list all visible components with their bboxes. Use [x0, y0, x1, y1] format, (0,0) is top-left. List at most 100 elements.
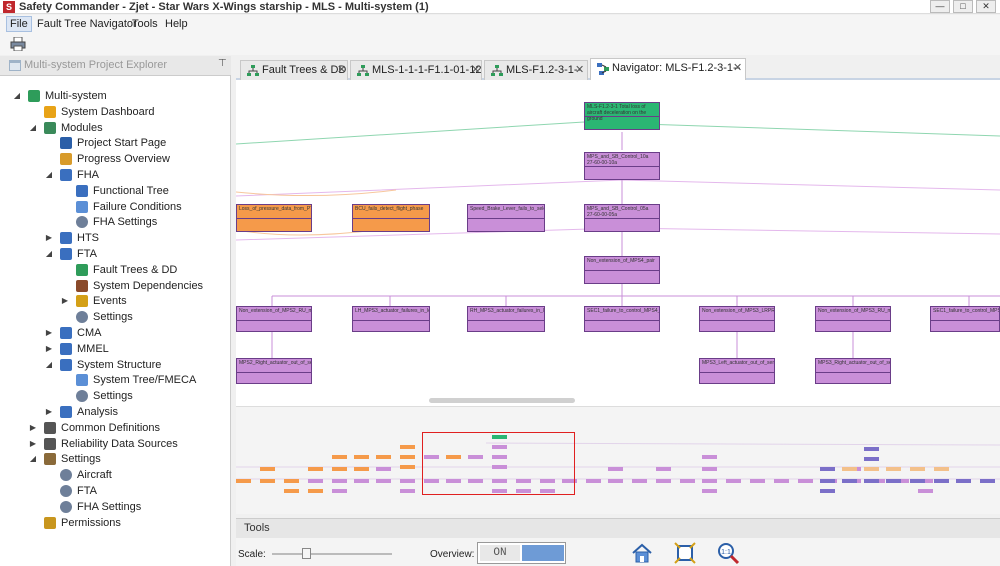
expand-arrow-icon[interactable]: ▶ [45, 233, 53, 243]
fault-tree-node[interactable]: MPS2_Right_actuator_out_of_service [236, 358, 312, 384]
menu-fault-tree-navigator[interactable]: Fault Tree Navigator [37, 18, 137, 30]
tree-item-label: FHA [77, 169, 99, 181]
overview-node [562, 479, 577, 483]
overview-node [400, 445, 415, 449]
fault-tree-node[interactable]: Loss_of_pressure_data_from_PT_RH_B [236, 204, 312, 232]
fta-icon [60, 248, 72, 260]
node-footer [700, 320, 774, 324]
close-tab-icon[interactable]: ✕ [733, 62, 743, 74]
fault-tree-node[interactable]: RH_MPS3_actuator_failures_in_leading_to_… [467, 306, 545, 332]
overview-node [656, 479, 671, 483]
overview-node [354, 467, 369, 471]
project-explorer-panel: Multi-system Project Explorer ⊤ ◢Multi-s… [0, 56, 231, 566]
failure-conditions-icon [76, 200, 88, 213]
tree-item-label: CMA [77, 327, 102, 339]
node-label: MPS3_Left_actuator_out_of_service [702, 360, 775, 366]
menu-help[interactable]: Help [165, 18, 188, 30]
expand-arrow-icon[interactable]: ▶ [61, 296, 69, 306]
overview-label: Overview: [430, 549, 475, 560]
overview-node [886, 467, 901, 471]
tree-item-label: System Tree/FMECA [93, 374, 197, 387]
expand-arrow-icon[interactable]: ▶ [29, 422, 37, 432]
tab-mls-1-1-1[interactable]: MLS-1-1-1-F1.1-01-12 ✕ [350, 60, 482, 80]
menu-tools[interactable]: Tools [132, 18, 158, 30]
overview-node [332, 489, 347, 493]
scale-slider-thumb[interactable] [301, 548, 311, 559]
fault-tree-node[interactable]: LH_MPS3_actuator_failures_in_leading_to_… [352, 306, 430, 332]
overview-node [842, 467, 857, 471]
overview-node [864, 479, 879, 483]
overview-node [492, 445, 507, 449]
fault-tree-icon [76, 263, 88, 276]
fault-tree-node[interactable]: Non_extension_of_MPS3_LRPR [699, 306, 775, 332]
home-view-icon[interactable] [630, 541, 654, 565]
tab-mls-f1-2[interactable]: MLS-F1.2-3-1-- ✕ [484, 60, 588, 80]
collapse-arrow-icon[interactable]: ◢ [29, 454, 37, 464]
tree-item-label: Settings [61, 453, 101, 466]
expand-arrow-icon[interactable]: ▶ [45, 407, 53, 416]
collapse-arrow-icon[interactable]: ◢ [45, 249, 53, 258]
collapse-arrow-icon[interactable]: ◢ [13, 91, 21, 100]
collapse-arrow-icon[interactable]: ◢ [45, 170, 53, 179]
overview-toggle-state: ON [480, 545, 520, 561]
overview-toggle[interactable]: ON [477, 542, 566, 564]
fault-tree-node[interactable]: MLS-F1.2-3-1 Total loss of aircraft dece… [584, 102, 660, 130]
node-footer [468, 320, 544, 324]
fault-tree-node[interactable]: Non_extension_of_MPS2_RU_mll [236, 306, 312, 332]
node-label: LH_MPS3_actuator_failures_in_leading_to_… [355, 308, 430, 314]
fault-tree-node[interactable]: Non_extension_of_MPS4_pair [584, 256, 660, 284]
fault-tree-node[interactable]: MPS3_Left_actuator_out_of_service [699, 358, 775, 384]
fit-to-screen-icon[interactable] [673, 541, 697, 565]
expand-arrow-icon[interactable]: ▶ [45, 343, 53, 353]
tab-navigator[interactable]: Navigator: MLS-F1.2-3-1-- ✕ [590, 58, 746, 80]
fault-tree-node[interactable]: MPS_and_SB_Control_10a 27-60-00-10a [584, 152, 660, 180]
overview-node [702, 489, 717, 493]
collapse-arrow-icon[interactable]: ◢ [29, 122, 37, 132]
collapse-arrow-icon[interactable]: ◢ [45, 359, 53, 369]
expand-arrow-icon[interactable]: ▶ [29, 438, 37, 448]
scrollbar-thumb[interactable] [429, 398, 575, 403]
expand-arrow-icon[interactable]: ▶ [45, 328, 53, 337]
menu-file[interactable]: File [6, 16, 32, 32]
close-tab-icon[interactable]: ✕ [471, 64, 481, 76]
overview-node [608, 479, 623, 483]
zoom-1-to-1-icon[interactable]: 1:1 [716, 541, 740, 565]
overview-viewport-selection[interactable] [422, 432, 575, 495]
overview-node [910, 479, 925, 483]
node-label: Non_extension_of_MPS2_RU_mll [239, 308, 312, 314]
tab-label: Navigator: MLS-F1.2-3-1-- [612, 62, 741, 74]
overview-node [726, 479, 741, 483]
data-sources-icon [44, 437, 56, 450]
fault-tree-node[interactable]: BCU_fails_detect_flight_phase [352, 204, 430, 232]
node-label: SEC1_failure_to_control_MPS4_pair [587, 308, 659, 314]
app-logo-icon: S [3, 1, 15, 13]
maximize-button[interactable]: □ [953, 0, 973, 13]
tree-item-label: FHA Settings [77, 500, 142, 513]
print-icon[interactable] [10, 37, 26, 51]
canvas-horizontal-scrollbar[interactable] [236, 394, 1000, 406]
fault-tree-node[interactable]: SEC1_failure_to_control_MPS4_pair [584, 306, 660, 332]
fault-tree-canvas[interactable]: MLS-F1.2-3-1 Total loss of aircraft dece… [236, 80, 1000, 394]
fault-tree-node[interactable]: Speed_Brake_Lever_fails_to_select_MPSs_a… [467, 204, 545, 232]
pin-icon[interactable]: ⊤ [218, 58, 227, 69]
fault-tree-node[interactable]: SEC1_failure_to_control_MPS4_pair [930, 306, 1000, 332]
overview-node [516, 479, 531, 483]
system-structure-icon [60, 358, 72, 371]
fault-tree-node[interactable]: Non_extension_of_MPS3_RU_mll [815, 306, 891, 332]
minimize-button[interactable]: — [930, 0, 950, 13]
overview-node [918, 479, 933, 483]
overview-node [332, 467, 347, 471]
overview-minimap[interactable] [236, 406, 1000, 514]
close-tab-icon[interactable]: ✕ [575, 64, 585, 76]
close-tab-icon[interactable]: ✕ [337, 64, 347, 76]
overview-node [980, 479, 995, 483]
fault-tree-node[interactable]: MPS_and_SB_Control_05a 27-60-00-05a [584, 204, 660, 232]
tab-fault-trees-dd[interactable]: Fault Trees & DD ✕ [240, 60, 348, 80]
tree-item-label: Progress Overview [77, 153, 170, 166]
fault-tree-node[interactable]: MPS3_Right_actuator_out_of_service [815, 358, 891, 384]
overview-node [798, 479, 813, 483]
node-footer [237, 320, 311, 324]
node-footer [468, 218, 544, 222]
close-window-button[interactable]: ✕ [976, 0, 996, 13]
scale-slider[interactable] [272, 553, 392, 555]
